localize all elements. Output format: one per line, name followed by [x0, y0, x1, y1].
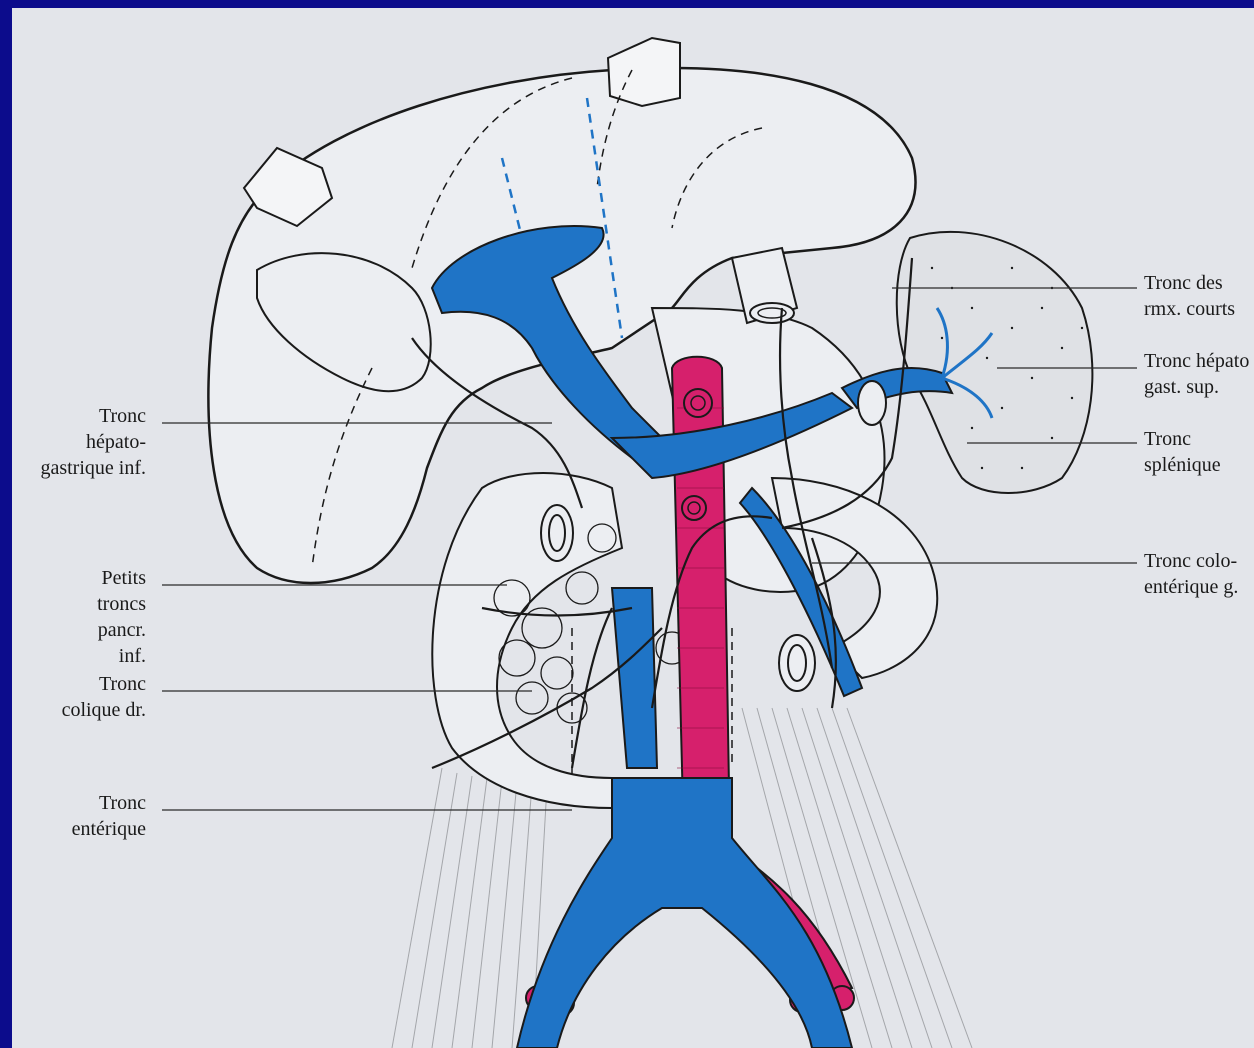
label-tronc-des-rmx-courts: Tronc des rmx. courts: [1144, 270, 1235, 322]
figure-frame: Tronc hépato- gastrique inf. Petits tron…: [12, 8, 1254, 1048]
label-petits-troncs-pancr-inf: Petits troncs pancr. inf.: [97, 565, 146, 669]
label-tronc-colique-dr: Tronc colique dr.: [62, 671, 146, 723]
label-tronc-enterique: Tronc entérique: [72, 790, 146, 842]
label-tronc-hepato-gastrique-inf: Tronc hépato- gastrique inf.: [40, 403, 146, 481]
lymphatic-anatomy-diagram: [12, 8, 1254, 1048]
spleen: [897, 232, 1093, 493]
label-tronc-colo-enterique-g: Tronc colo- entérique g.: [1144, 548, 1238, 600]
label-tronc-splenique: Tronc splénique: [1144, 426, 1221, 478]
label-tronc-hepato-gast-sup: Tronc hépato gast. sup.: [1144, 348, 1249, 400]
